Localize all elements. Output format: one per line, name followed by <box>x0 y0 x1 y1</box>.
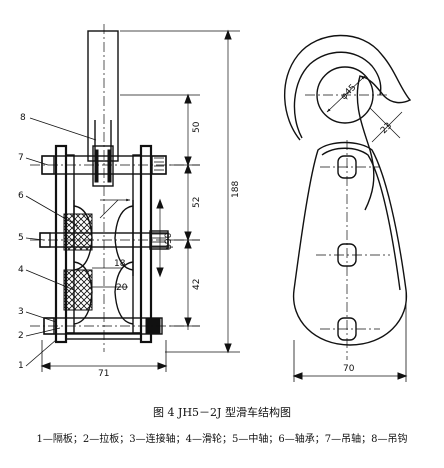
dim-lower: 42 <box>192 279 202 290</box>
dim-upper: 50 <box>192 121 202 133</box>
lower-bearing <box>63 269 93 311</box>
part-label-4: 4 <box>18 265 24 275</box>
dim-width-front: 71 <box>98 369 109 379</box>
hook-shank <box>87 30 119 162</box>
figure-caption: 图 4 JH5－2J 型滑车结构图 <box>153 406 291 419</box>
parts-legend: 1—隔板；2—拉板；3—连接轴；4—滑轮；5—中轴；6—轴承；7—吊轴；8—吊钩 <box>36 434 408 445</box>
pulley-block-drawing: 8 7 6 5 4 3 2 1 50 52 42 188 φ90 18 20 7… <box>18 24 412 382</box>
dim-sheave-dia: φ90 <box>164 232 174 250</box>
side-view: φ45 23 70 <box>284 34 412 382</box>
lower-sheave <box>63 261 134 325</box>
dim-hook-dia: φ45 <box>339 83 358 102</box>
dim-height-total: 188 <box>231 181 241 198</box>
part-label-1: 1 <box>18 361 24 371</box>
part-label-5: 5 <box>18 233 24 243</box>
front-view: 8 7 6 5 4 3 2 1 50 52 42 188 φ90 18 20 7… <box>18 24 241 379</box>
part-label-6: 6 <box>18 191 24 201</box>
dim-hook-opening: 23 <box>379 121 394 136</box>
hook-outline <box>284 34 412 211</box>
inner-plate-right <box>132 154 142 334</box>
part-label-8: 8 <box>20 113 26 123</box>
side-plate-outline <box>292 141 408 346</box>
dim-inner-a: 18 <box>114 259 126 269</box>
part-label-2: 2 <box>18 331 24 341</box>
bottom-plate <box>65 332 142 340</box>
upper-bearing <box>63 213 93 251</box>
dim-width-side: 70 <box>343 364 355 374</box>
upper-sheave <box>63 200 134 276</box>
part-label-3: 3 <box>18 307 24 317</box>
dim-inner-b: 20 <box>116 283 128 293</box>
dim-middle: 52 <box>192 197 202 208</box>
part-label-7: 7 <box>18 153 24 163</box>
